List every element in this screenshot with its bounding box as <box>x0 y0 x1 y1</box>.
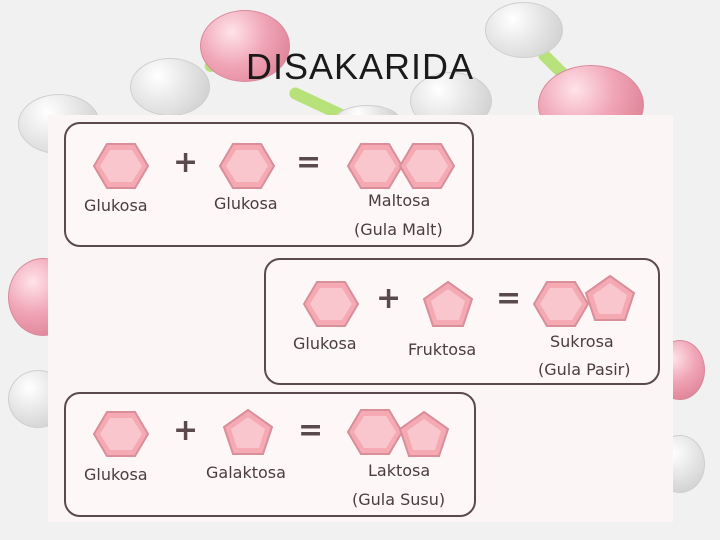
glukosa-hexagon-icon <box>92 411 150 457</box>
product-label: Maltosa <box>368 191 431 210</box>
reaction-maltosa: + = Glukosa Glukosa Maltosa (Gula Malt) <box>64 122 474 247</box>
glukosa-hexagon-icon <box>92 143 150 189</box>
product-alias: (Gula Malt) <box>354 220 443 239</box>
maltosa-hexagon-icon <box>346 143 404 189</box>
laktosa-hexagon-icon <box>346 409 404 455</box>
plus-sign: + <box>173 413 199 448</box>
reactant2-label: Fruktosa <box>408 340 477 359</box>
product-alias: (Gula Susu) <box>352 490 446 509</box>
maltosa-hexagon-icon <box>398 143 456 189</box>
product-label: Sukrosa <box>550 332 614 351</box>
glukosa-hexagon-icon <box>302 281 360 327</box>
plus-sign: + <box>173 145 199 180</box>
page-title: DISAKARIDA <box>245 46 475 87</box>
reactant2-label: Glukosa <box>214 194 278 213</box>
product-alias: (Gula Pasir) <box>538 360 631 379</box>
galaktosa-pentagon-icon <box>222 408 274 455</box>
laktosa-pentagon-icon <box>398 410 450 457</box>
glukosa-hexagon-icon <box>218 143 276 189</box>
disaccharide-panel: + = Glukosa Glukosa Maltosa (Gula Malt) … <box>48 115 673 522</box>
reactant2-label: Galaktosa <box>206 463 286 482</box>
product-label: Laktosa <box>368 461 431 480</box>
sukrosa-hexagon-icon <box>532 281 590 327</box>
reaction-sukrosa: + = Glukosa Fruktosa Sukrosa (Gula Pasir… <box>264 258 660 385</box>
reaction-laktosa: + = Glukosa Galaktosa Laktosa (Gula Susu… <box>64 392 476 517</box>
molecule-ball <box>130 58 210 116</box>
reactant1-label: Glukosa <box>84 465 148 484</box>
sukrosa-pentagon-icon <box>584 274 636 321</box>
plus-sign: + <box>376 281 402 316</box>
molecule-ball <box>200 10 290 82</box>
fruktosa-pentagon-icon <box>422 280 474 327</box>
equals-sign: = <box>296 145 322 180</box>
reactant1-label: Glukosa <box>293 334 357 353</box>
reactant1-label: Glukosa <box>84 196 148 215</box>
equals-sign: = <box>298 413 324 448</box>
equals-sign: = <box>496 281 522 316</box>
molecule-ball <box>485 2 563 58</box>
